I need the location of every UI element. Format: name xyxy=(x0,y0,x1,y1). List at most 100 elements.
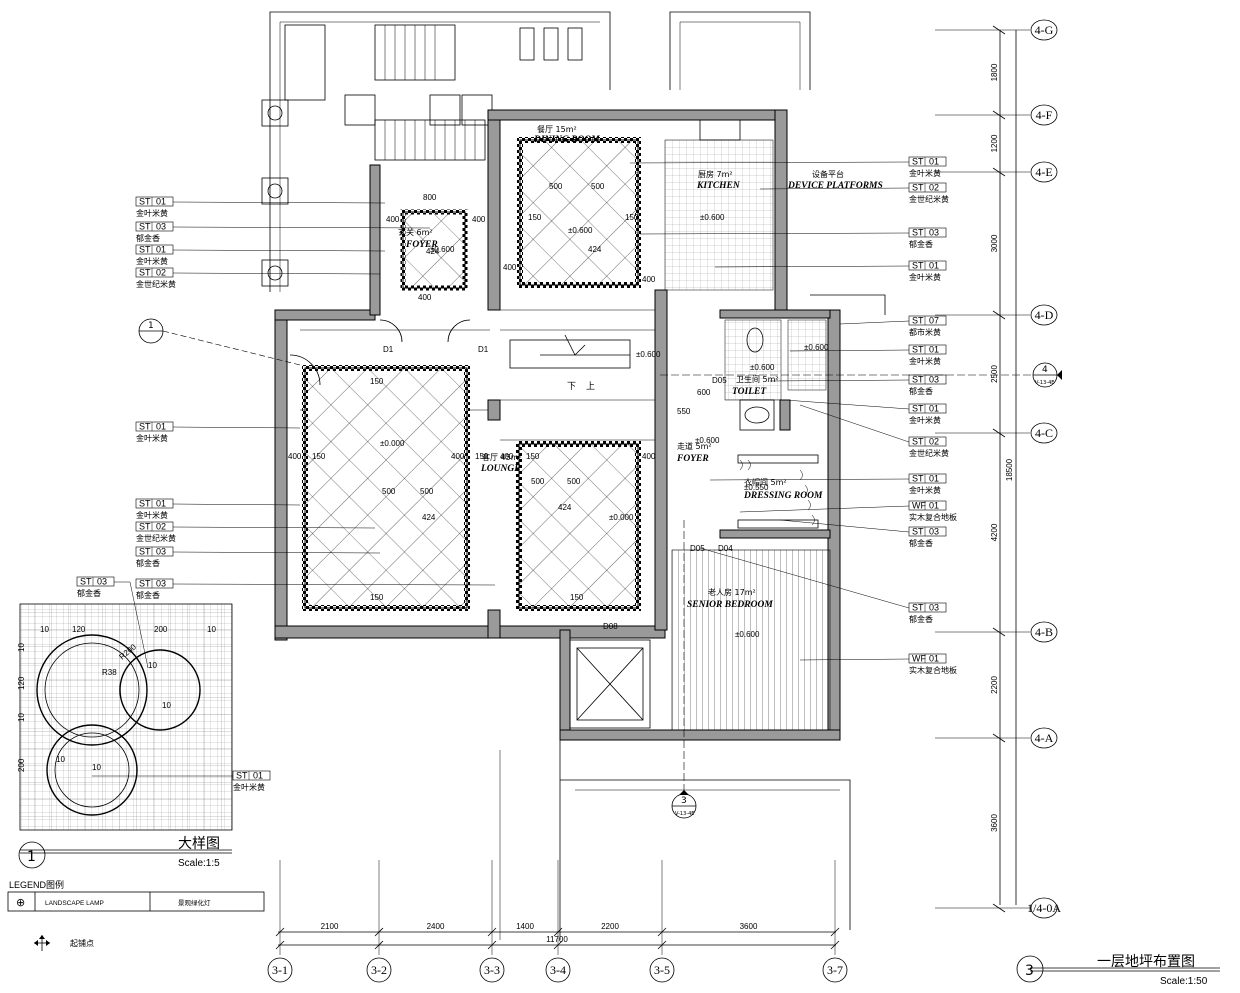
tag-name: 郁金香 xyxy=(909,239,933,249)
tag-code: ST xyxy=(912,183,924,193)
svg-text:V-13-4E: V-13-4E xyxy=(675,811,694,817)
room-foyer-cn: 玄关 6m² xyxy=(398,227,433,237)
axis-label: 4-C xyxy=(1035,426,1053,440)
dim: 800 xyxy=(423,193,437,202)
axis-dim: 2200 xyxy=(601,922,619,931)
dim: 500 xyxy=(567,477,581,486)
tag-num: 03 xyxy=(156,547,166,557)
room-toilet-cn: 卫生间 5m² xyxy=(736,374,779,384)
detail-dim-left: 120 xyxy=(17,676,26,690)
svg-text:ST: ST xyxy=(80,577,92,587)
detail-number-circle xyxy=(18,841,46,869)
tag-code: ST xyxy=(912,316,924,326)
plan-number: 3 xyxy=(1025,963,1034,979)
pillar-column xyxy=(261,99,289,287)
axis-label: 4-A xyxy=(1035,731,1054,745)
door-tag: D1 xyxy=(478,345,489,354)
level: ±0.000 xyxy=(609,513,634,522)
tag-name: 实木复合地板 xyxy=(909,512,957,522)
axis-bubble xyxy=(649,957,675,983)
tag-name: 郁金香 xyxy=(909,614,933,624)
detail-dim-inner: 10 xyxy=(92,763,101,772)
axis-dim: 1200 xyxy=(990,134,999,152)
door-tag: D05 xyxy=(712,376,727,385)
tag-num: 03 xyxy=(929,228,939,238)
tag-num: 01 xyxy=(929,501,939,511)
dim: 500 xyxy=(531,477,545,486)
detail-dim-left: 10 xyxy=(17,643,26,652)
tag-code: ST xyxy=(912,375,924,385)
detail-material-tag: ST 03 郁金香 xyxy=(76,577,149,669)
axis-bubble xyxy=(267,957,293,983)
svg-text:03: 03 xyxy=(97,577,107,587)
axis-label: 4-G xyxy=(1035,23,1054,37)
tag-name: 金叶米黄 xyxy=(136,256,168,266)
level: ±0.600 xyxy=(804,343,829,352)
tag-code: ST xyxy=(139,547,151,557)
detail-dim-top: 200 xyxy=(154,625,168,634)
tag-name: 金世纪米黄 xyxy=(909,194,949,204)
tag-code: ST xyxy=(912,345,924,355)
tag-code: ST xyxy=(912,404,924,414)
tag-code: ST xyxy=(139,522,151,532)
dim: 150 xyxy=(528,213,542,222)
dim: 500 xyxy=(382,487,396,496)
legend-lamp-cn: 景观绿化灯 xyxy=(178,898,211,907)
room-device-en: DEVICE PLATFORMS xyxy=(787,181,883,191)
plan-title-lines xyxy=(1030,967,1220,972)
axis-bubble xyxy=(1030,727,1058,749)
detail-radius: 10 xyxy=(148,661,157,670)
detail-number: 1 xyxy=(27,849,36,865)
tag-num: 02 xyxy=(929,183,939,193)
level: ±0.000 xyxy=(380,439,405,448)
axis-label: 3-7 xyxy=(827,963,843,977)
tag-code: ST xyxy=(139,579,151,589)
dim: 150 xyxy=(526,452,540,461)
tag-name: 金叶米黄 xyxy=(136,433,168,443)
tag-code: ST xyxy=(912,437,924,447)
axis-label: 1/4-0A xyxy=(1027,901,1061,915)
detail-dim-top: 120 xyxy=(72,625,86,634)
axis-label: 3-1 xyxy=(272,963,288,977)
room-senior-cn: 老人房 17m² xyxy=(708,587,756,597)
tag-code: ST xyxy=(139,222,151,232)
tag-code: ST xyxy=(912,157,924,167)
tag-num: 01 xyxy=(929,474,939,484)
dim: 550 xyxy=(677,407,691,416)
axis-grid-right: 4-G4-F4-E4-D4-C4-B4-A1/4-0A1800120030002… xyxy=(935,19,1061,919)
axis-dim: 2100 xyxy=(321,922,339,931)
door-tag: D08 xyxy=(603,622,618,631)
dim: 150 xyxy=(570,593,584,602)
tag-code: ST xyxy=(139,245,151,255)
detail-dim-inner: 10 xyxy=(56,755,65,764)
axis-bubble xyxy=(1030,104,1058,126)
svg-text:4: 4 xyxy=(1042,365,1048,375)
dim: 424 xyxy=(558,503,572,512)
dim: 424 xyxy=(422,513,436,522)
detail-panel xyxy=(19,603,233,854)
axis-bubble xyxy=(479,957,505,983)
tag-code: ST xyxy=(912,603,924,613)
tag-num: 01 xyxy=(929,261,939,271)
axis-bubble xyxy=(1030,19,1058,41)
level: ±0.600 xyxy=(430,245,455,254)
tag-name: 郁金香 xyxy=(136,558,160,568)
dim: 400 xyxy=(642,452,656,461)
detail-dim-top: 10 xyxy=(40,625,49,634)
stair-down: 下 xyxy=(567,382,576,392)
room-kitchen-cn: 厨房 7m² xyxy=(698,169,733,179)
room-toilet-en: TOILET xyxy=(732,387,767,397)
start-point-icon xyxy=(34,935,50,951)
